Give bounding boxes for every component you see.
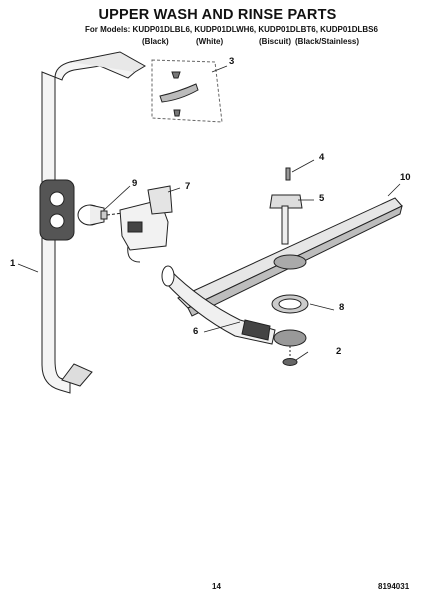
callout-1: 1	[10, 258, 16, 269]
doc-number: 8194031	[378, 582, 410, 591]
part-lower-tube-6	[161, 265, 276, 345]
part-nut-2	[282, 346, 298, 366]
part-hub-5	[269, 194, 303, 245]
color-black-stainless: (Black/Stainless)	[295, 37, 360, 46]
part-manifold-7	[119, 185, 173, 263]
callout-6: 6	[193, 326, 199, 337]
models-line: For Models: KUDP01DLBL6, KUDP01DLWH6, KU…	[85, 25, 378, 34]
part-seal-8	[271, 294, 309, 347]
callout-4: 4	[319, 152, 325, 163]
page-number: 14	[212, 582, 221, 591]
leader-lines	[17, 65, 401, 361]
callout-2: 2	[336, 346, 342, 357]
part-screw-4	[285, 167, 291, 181]
callout-3: 3	[229, 56, 235, 67]
callout-10: 10	[400, 172, 411, 183]
color-white: (White)	[196, 37, 224, 46]
color-black: (Black)	[142, 37, 169, 46]
part-coupling-9	[77, 204, 131, 226]
callout-8: 8	[339, 302, 345, 313]
part-supply-tube	[39, 51, 146, 394]
page-title: UPPER WASH AND RINSE PARTS	[98, 7, 337, 23]
callout-5: 5	[319, 193, 325, 204]
color-biscuit: (Biscuit)	[259, 37, 291, 46]
part-spray-arm-10	[177, 197, 403, 317]
callout-9: 9	[132, 178, 138, 189]
part-bracket-3	[151, 59, 223, 123]
callout-7: 7	[185, 181, 191, 192]
